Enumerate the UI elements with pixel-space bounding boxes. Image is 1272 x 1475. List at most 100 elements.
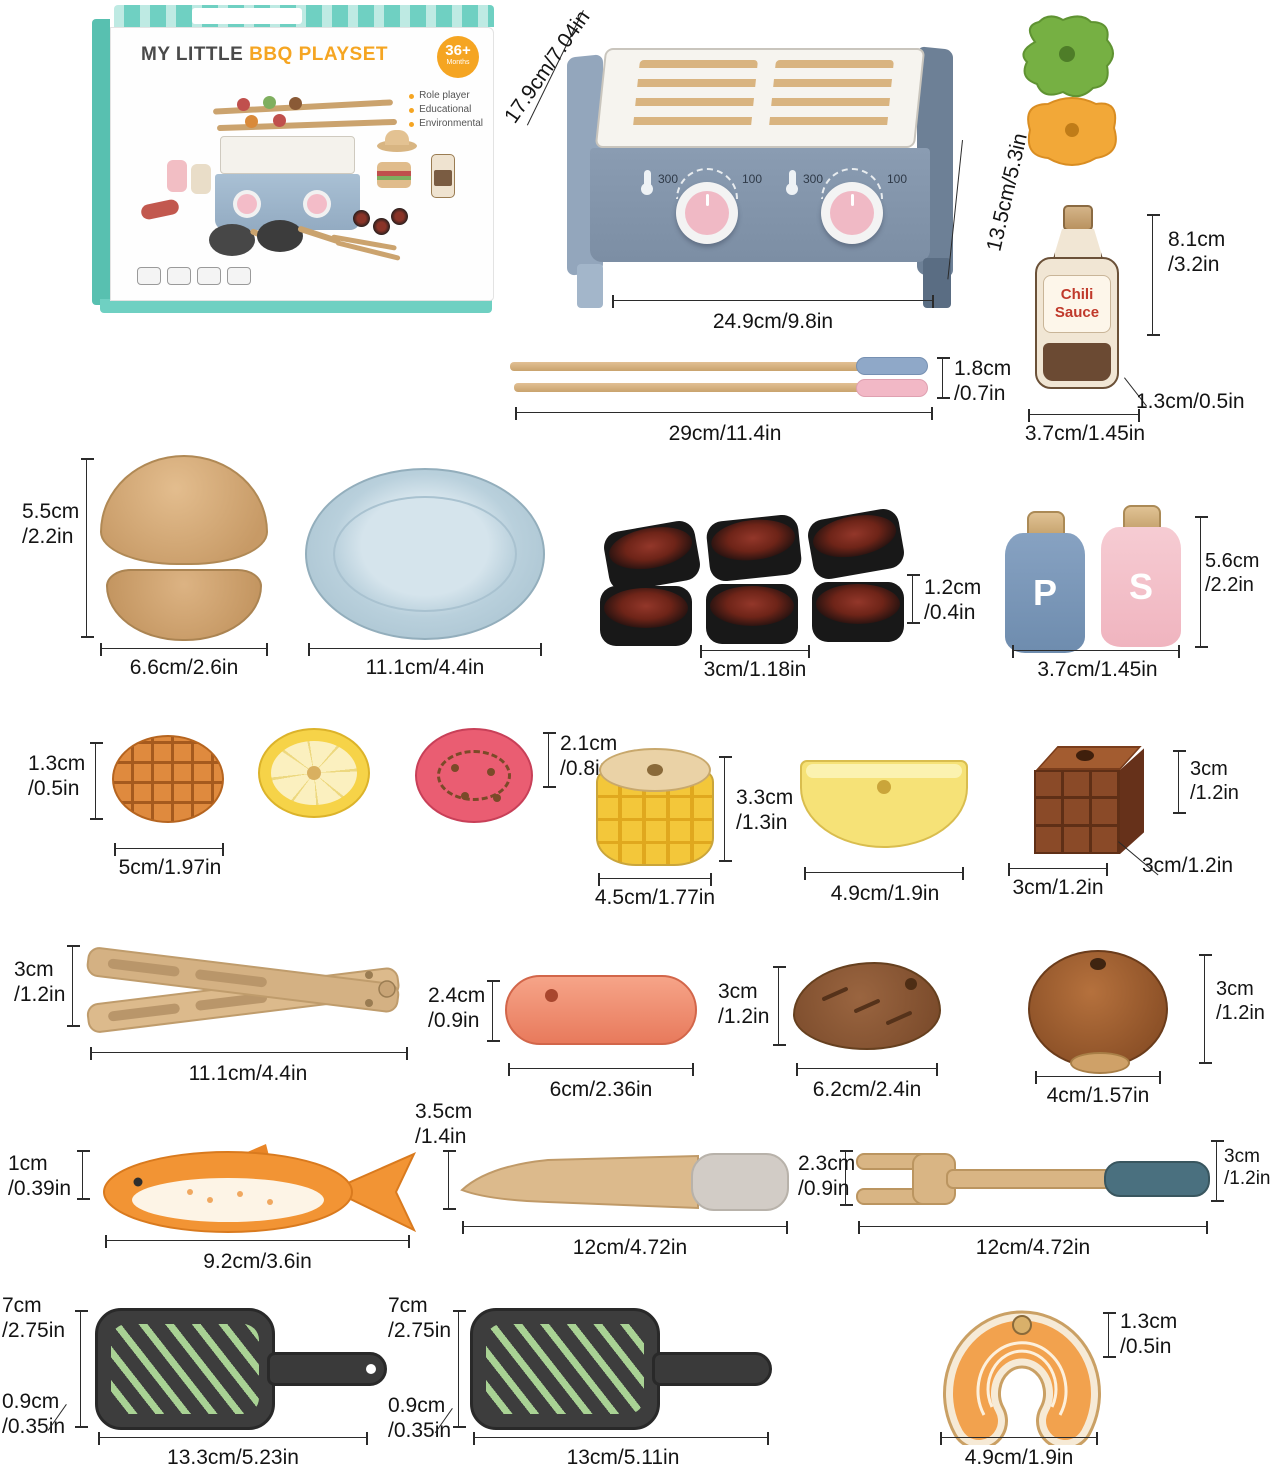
skewer-length-label: 29cm/11.4in	[668, 422, 782, 445]
skewer-handle-blue	[856, 357, 928, 375]
skewer-stick	[514, 383, 862, 392]
box-title-accent: BBQ PLAYSET	[249, 44, 388, 65]
fork-length-label: 12cm/4.72in	[975, 1236, 1091, 1259]
shakers-width-line	[1012, 645, 1180, 658]
feature-item: Role player	[409, 90, 483, 101]
feature-item: Educational	[409, 104, 483, 115]
grill-knob-left: 300 100	[641, 162, 762, 258]
cheese-width-line	[804, 867, 964, 880]
tongs-length-line	[90, 1047, 408, 1060]
onion-width-label: 4cm/1.57in	[1046, 1084, 1150, 1107]
fish-height-line	[77, 1150, 90, 1200]
knife-length-line	[462, 1221, 788, 1234]
fish-length-line	[105, 1235, 410, 1248]
knob-scale-max: 100	[741, 172, 762, 186]
buns-height-label: 5.5cm /2.2in	[22, 500, 80, 548]
sauce-height-line	[1147, 214, 1160, 336]
bottle-body: Chili Sauce	[1035, 257, 1119, 389]
shaker-pair: P S	[1005, 505, 1190, 655]
charcoal-width-line	[700, 645, 810, 658]
charcoal-piece	[805, 506, 907, 582]
charcoal-set	[598, 506, 918, 652]
sauce-neck-label: 1.3cm/0.5in	[1136, 390, 1245, 413]
buns-width-label: 6.6cm/2.6in	[129, 656, 239, 679]
skewer-height-label: 1.8cm /0.7in	[954, 357, 1012, 405]
salmon-width-label: 4.9cm/1.9in	[964, 1446, 1074, 1469]
knife-toy	[460, 1153, 789, 1211]
sauce-height-label: 8.1cm /3.2in	[1168, 228, 1226, 276]
charcoal-width-label: 3cm/1.18in	[703, 658, 807, 681]
pepper-shaker: P	[1005, 533, 1085, 653]
illus-shaker-pink	[167, 160, 187, 192]
sausage-height-label: 2.4cm /0.9in	[428, 984, 486, 1032]
potato-height-label: 3cm /1.2in	[718, 980, 770, 1028]
pan-handle	[267, 1352, 387, 1386]
illus-bottle-label	[434, 170, 452, 186]
grill-front: 300 100 300 100	[590, 148, 930, 262]
pan-head	[470, 1308, 660, 1430]
illus-grill-knob	[307, 194, 327, 214]
fork-head-line	[1211, 1140, 1224, 1202]
cert-icon	[167, 267, 191, 285]
sauce-width-line	[1028, 409, 1140, 422]
plate-toy	[305, 468, 545, 640]
illus-skewer-bead	[245, 115, 258, 128]
pan-grate-lines	[111, 1324, 259, 1414]
box-front: MY LITTLE BBQ PLAYSET 36+ Months Role pl…	[110, 27, 494, 301]
illus-skewer-bead	[263, 96, 276, 109]
grate-slats	[768, 60, 894, 136]
corn-hole	[647, 764, 663, 776]
thermometer-icon	[641, 170, 653, 195]
pan-left-height-label: 7cm /2.75in	[2, 1294, 66, 1342]
corn-height-line	[719, 756, 732, 862]
bottle-label: Chili Sauce	[1043, 275, 1111, 333]
slices-height-line	[90, 742, 103, 820]
slices-width-line	[114, 843, 224, 856]
box-illustration	[125, 96, 475, 268]
cube-height-label: 3cm /1.2in	[1190, 758, 1239, 804]
salmon-height-label: 1.3cm /0.5in	[1120, 1310, 1178, 1358]
charcoal-piece	[705, 513, 803, 583]
cube-front-face	[1034, 770, 1120, 854]
potato-slash	[821, 986, 849, 1002]
potato-slash	[885, 1010, 913, 1026]
pan-right-length-label: 13cm/5.11in	[566, 1446, 680, 1469]
age-badge-sub: Months	[446, 59, 470, 66]
patty-slice	[112, 735, 224, 823]
illus-grill-knob	[237, 194, 257, 214]
cube-depth-label: 3cm/1.2in	[1142, 854, 1234, 877]
cube-width-line	[1008, 863, 1108, 876]
grate-slats	[632, 60, 758, 136]
pan-right-height-line	[453, 1310, 466, 1428]
knob-ring	[676, 182, 738, 244]
fish-toy	[103, 1144, 417, 1233]
feature-list: Role player Educational Environmental	[409, 90, 483, 132]
skewer-pair	[510, 352, 940, 402]
pan-right-thickness-label: 0.9cm /0.35in	[388, 1394, 452, 1442]
illus-charcoal	[391, 208, 408, 225]
skewer-handle-pink	[856, 379, 928, 397]
box-title: MY LITTLE BBQ PLAYSET	[141, 44, 388, 66]
grill-knob-right: 300 100	[786, 162, 907, 258]
potato-slash	[853, 998, 881, 1014]
thermometer-icon	[786, 170, 798, 195]
knife-height-label: 3.5cm /1.4in	[415, 1100, 473, 1148]
knife-length-label: 12cm/4.72in	[572, 1236, 688, 1259]
charcoal-height-line	[907, 574, 920, 624]
tomato-height-line	[543, 732, 556, 788]
age-badge-number: 36+	[445, 42, 471, 59]
illus-spatula	[209, 224, 255, 256]
felt-lettuce	[1022, 15, 1114, 98]
pan-head	[95, 1308, 275, 1430]
slices-height-label: 1.3cm /0.5in	[28, 752, 86, 800]
sausage-toy	[505, 975, 697, 1045]
box-lid-label	[192, 8, 302, 24]
salt-shaker: S	[1101, 527, 1181, 647]
shakers-height-label: 5.6cm /2.2in	[1205, 550, 1260, 596]
corn-piece	[595, 748, 715, 870]
bun-top-half	[100, 455, 268, 565]
cheese-top-edge	[806, 764, 962, 778]
cert-icon	[137, 267, 161, 285]
potato-height-line	[773, 966, 786, 1046]
charcoal-piece	[601, 518, 703, 594]
